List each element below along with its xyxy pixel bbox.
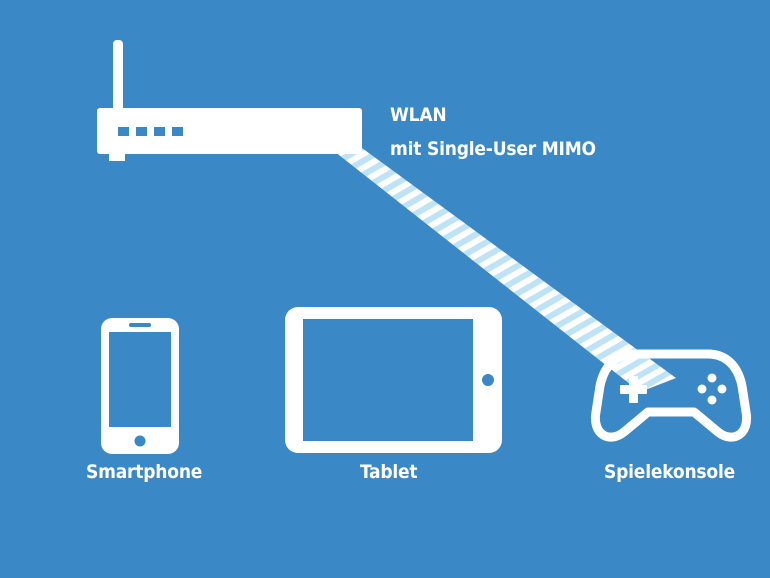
smartphone-label: Smartphone [86, 461, 203, 483]
smartphone-screen [109, 332, 171, 427]
wlan-subtitle: mit Single-User MIMO [390, 138, 596, 160]
router-led [118, 127, 129, 136]
gamepad-button [707, 373, 717, 383]
tablet-screen [303, 319, 473, 441]
gamepad-button [707, 395, 717, 405]
smartphone-home-button [134, 435, 146, 447]
router-led [154, 127, 165, 136]
router-led [172, 127, 183, 136]
wlan-title: WLAN [390, 104, 447, 126]
tablet-home-button [482, 374, 494, 386]
tablet-label: Tablet [360, 461, 418, 483]
wlan-beam [330, 148, 676, 392]
gamepad-dpad [629, 376, 638, 403]
gamepad-button [717, 384, 727, 394]
router-foot [109, 150, 125, 161]
smartphone-speaker [129, 323, 151, 327]
router-icon [97, 40, 362, 161]
gamepad-icon [590, 349, 752, 442]
router-body [97, 108, 362, 154]
console-label: Spielekonsole [604, 461, 735, 483]
tablet-icon [285, 307, 502, 453]
gamepad-button [697, 384, 707, 394]
smartphone-icon [101, 318, 179, 454]
router-led [136, 127, 147, 136]
router-antenna [113, 40, 123, 120]
